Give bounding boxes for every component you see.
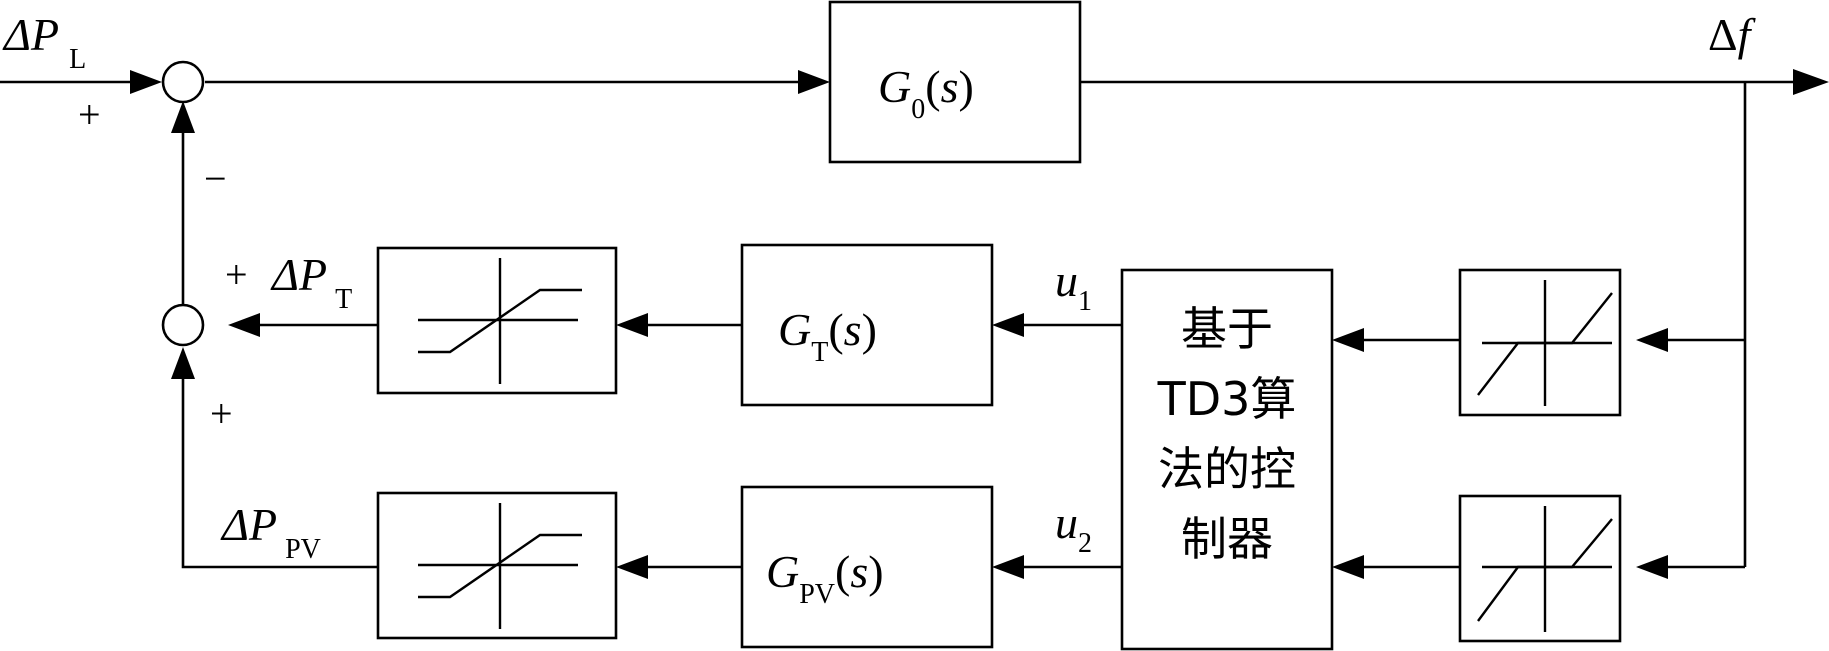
controller-line-4: 制器 [1181, 512, 1273, 566]
sign-feedback-minus: − [204, 156, 227, 201]
arrow-into-sum1 [130, 70, 162, 94]
load-symbol: ΔP [2, 9, 59, 60]
gpv-block [740, 485, 994, 649]
arrow-into-sum1-bottom [171, 101, 195, 133]
arrow-into-gpv [992, 555, 1024, 579]
deadband-symbol-top [1477, 280, 1613, 406]
delta-symbol: Δ [1708, 9, 1738, 60]
arrow-into-sum2 [228, 313, 260, 337]
gpv-transfer-function: GPV(s) [766, 546, 884, 610]
plant-block [828, 0, 1082, 164]
controller-line-3: 法的控 [1158, 442, 1296, 496]
saturation-symbol-pv [418, 503, 582, 629]
control-signal-u2: u2 [1055, 497, 1092, 559]
arrow-into-controller-bottom [1332, 555, 1364, 579]
arrow-into-sum2-bottom [171, 347, 195, 379]
sign-thermal-plus: + [225, 252, 248, 297]
arrow-into-gt [992, 313, 1024, 337]
load-subscript: L [69, 44, 86, 75]
saturation-symbol-thermal [418, 258, 582, 384]
signal-wires [0, 80, 1800, 569]
summing-junction-main [161, 60, 205, 104]
td3-controller-label: 基于 TD3算 法的控 制器 [1157, 302, 1297, 566]
arrow-into-sat-t [616, 313, 648, 337]
plant-transfer-function: G0(s) [878, 61, 974, 125]
gt-block [740, 243, 994, 407]
load-disturbance-label: ΔP L [2, 9, 86, 75]
td3-controller-block [1120, 268, 1334, 651]
arrow-into-deadband2 [1636, 555, 1668, 579]
arrow-into-plant [798, 70, 830, 94]
arrow-into-controller-top [1332, 328, 1364, 352]
frequency-variable: f [1738, 9, 1757, 60]
frequency-deviation-label: Δf [1708, 9, 1757, 60]
summing-junction-feedback [161, 303, 205, 347]
controller-line-2: TD3算 [1157, 372, 1297, 426]
controller-line-1: 基于 [1181, 302, 1273, 356]
arrow-into-deadband1 [1636, 328, 1668, 352]
arrowheads [130, 69, 1829, 579]
sign-load-plus: + [78, 92, 101, 137]
sign-pv-plus: + [210, 391, 233, 436]
gt-transfer-function: GT(s) [778, 304, 877, 368]
wire-sat-pv-to-sum2 [181, 366, 378, 569]
deadband-symbol-bottom [1477, 506, 1613, 632]
arrow-into-sat-pv [616, 555, 648, 579]
control-signal-u1: u1 [1055, 255, 1092, 317]
arrow-output [1793, 69, 1829, 95]
deadband-block-bottom [1458, 494, 1622, 643]
